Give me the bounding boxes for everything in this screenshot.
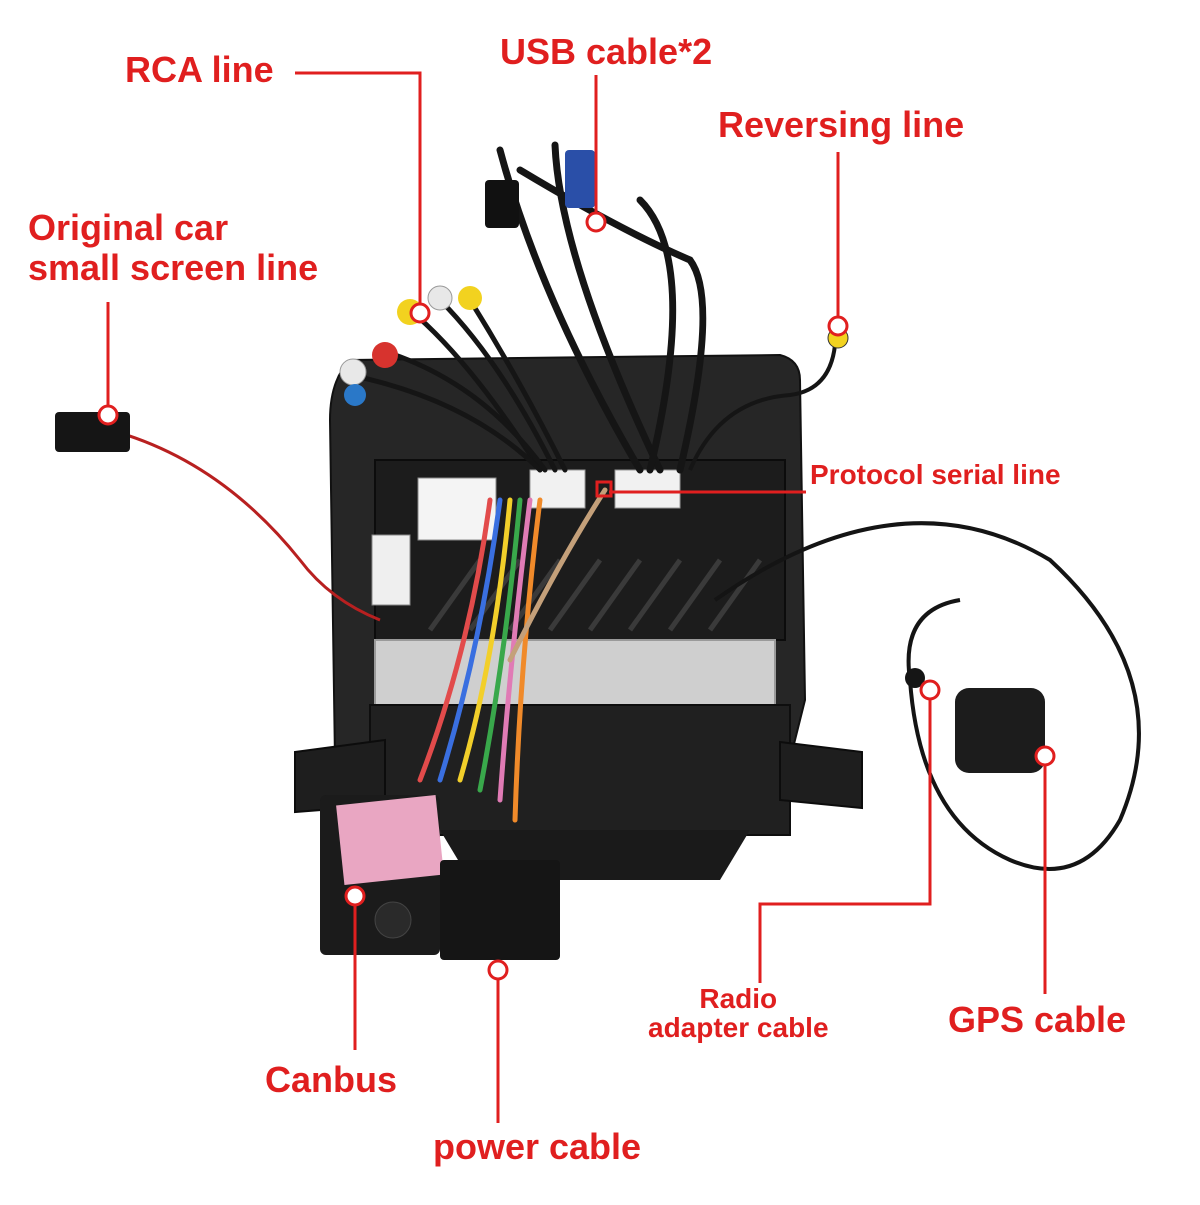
radio-callout-line xyxy=(758,690,932,983)
sticker-label xyxy=(417,477,497,541)
reversing-marker xyxy=(827,315,849,337)
power-cable-label: power cable xyxy=(433,1126,642,1167)
right-mounting-bracket xyxy=(779,740,863,810)
canbus-marker xyxy=(344,885,366,907)
small-screen-cable xyxy=(109,428,381,622)
connector-block-right xyxy=(614,469,681,509)
gps-marker xyxy=(1034,745,1056,767)
canbus-speaker-grille xyxy=(374,901,412,939)
usb-marker xyxy=(585,211,607,233)
canbus-box-label xyxy=(336,794,444,886)
gps-cable-label: GPS cable xyxy=(948,999,1127,1040)
power-marker xyxy=(487,959,509,981)
callout-markers xyxy=(97,211,1056,981)
reversing-cable xyxy=(688,344,837,471)
radio-adapter-cable-label: Radio adapter cable xyxy=(648,983,829,1044)
usb-plug-black xyxy=(485,180,519,228)
radio-marker xyxy=(919,679,941,701)
canbus-label: Canbus xyxy=(265,1059,398,1100)
heatsink-slots xyxy=(427,558,763,632)
rca-plug-yellow-2 xyxy=(458,286,482,310)
rca-cable-bundle xyxy=(347,297,568,473)
reversing-line-label: Reversing line xyxy=(718,104,965,145)
rca-callout-line xyxy=(295,71,422,313)
rca-line-label: RCA line xyxy=(125,49,274,90)
rca-plug-white xyxy=(339,358,367,386)
usb-cable-label: USB cable*2 xyxy=(500,31,713,72)
original-car-marker xyxy=(97,404,119,426)
rca-plug-red xyxy=(372,342,398,368)
callout-lines xyxy=(106,71,1047,1123)
protocol-serial-line-label: Protocol serial line xyxy=(810,459,1061,490)
gps-cable-loop xyxy=(713,521,1141,871)
original-car-line-label: Original car small screen line xyxy=(28,207,319,289)
rca-plug-white-2 xyxy=(427,285,453,311)
protocol-marker xyxy=(595,480,613,498)
rca-plug-blue xyxy=(344,384,366,406)
power-plug xyxy=(440,860,560,960)
rca-marker xyxy=(409,302,431,324)
radio-cable-clip xyxy=(905,668,925,688)
gps-antenna xyxy=(955,688,1045,773)
usb-plug-blue xyxy=(565,150,595,208)
silver-chassis-band xyxy=(374,639,776,711)
small-screen-connector xyxy=(55,412,130,452)
wire-harness xyxy=(417,487,608,823)
barcode-sticker xyxy=(371,534,411,606)
